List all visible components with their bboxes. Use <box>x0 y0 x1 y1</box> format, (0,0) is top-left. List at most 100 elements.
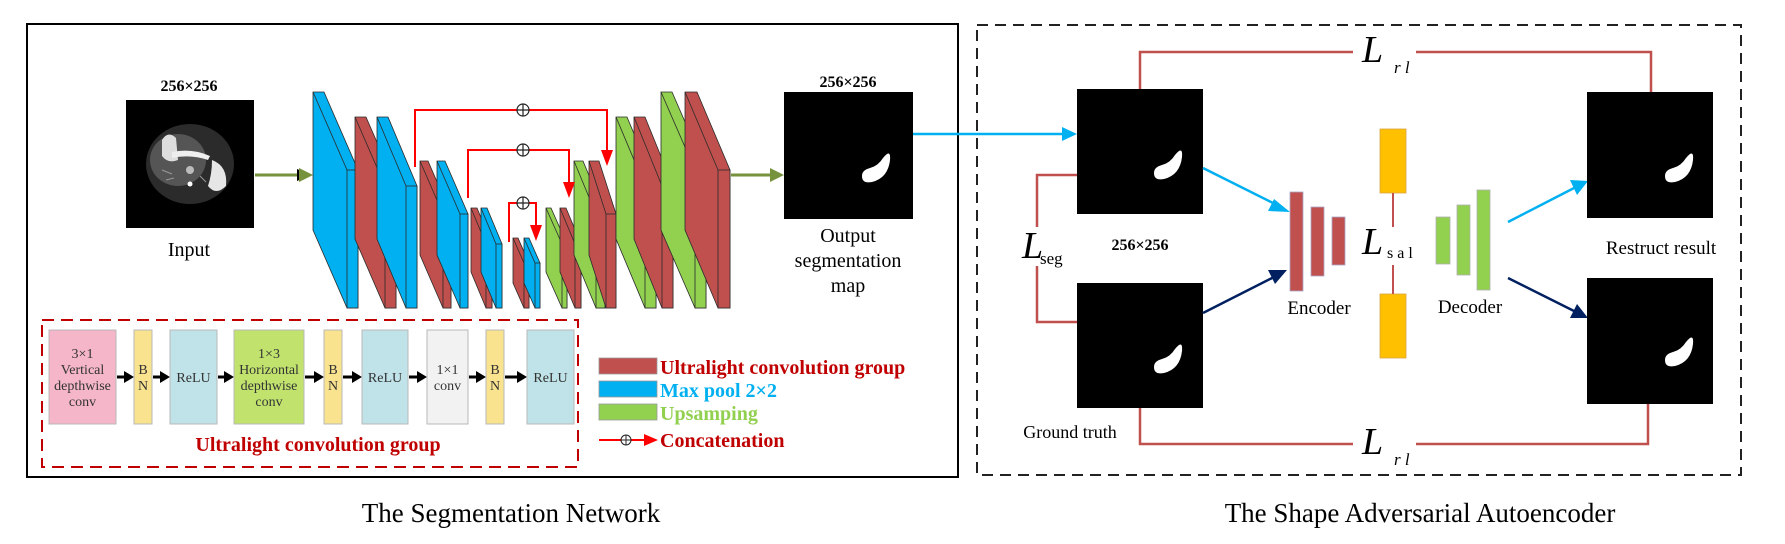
decoder: Decoder <box>1435 189 1503 318</box>
unet-layer-pool <box>376 116 418 309</box>
decoder-layer <box>1476 189 1491 291</box>
decoder-to-gt-restruct-arrow <box>1507 276 1577 314</box>
conv-group-title: Ultralight convolution group <box>195 434 440 456</box>
decoder-layer <box>1435 216 1451 265</box>
legend-label-conv: Ultralight convolution group <box>660 357 905 379</box>
svg-text:L: L <box>1021 225 1043 267</box>
blue-arrowhead <box>1062 127 1077 141</box>
conv-block-text: Horizontal <box>239 363 299 378</box>
unet-layer-pool <box>480 207 503 309</box>
layer-edge <box>436 160 461 215</box>
latent-discriminator: L s a l <box>1361 128 1413 359</box>
loss-rl-top: L r l <box>1138 29 1653 92</box>
seg-size-label: 256×256 <box>1111 237 1168 254</box>
legend-label-pool: Max pool 2×2 <box>660 380 777 402</box>
restruct-gt-image <box>1587 278 1713 404</box>
conv-block-text: B <box>138 363 147 378</box>
blue-arrowhead <box>1570 180 1588 195</box>
autoencoder-panel-border <box>976 24 1742 476</box>
concat-symbol-icon <box>516 103 530 117</box>
conv-block-text: B <box>490 363 499 378</box>
layer-edge <box>633 116 663 187</box>
layer-front-face <box>717 169 731 309</box>
conv-block-bn: BN <box>485 329 505 425</box>
conv-block-relu: ReLU <box>361 329 409 425</box>
legend-swatch-upsample <box>598 403 658 421</box>
mri-abdomen-slice <box>146 124 234 204</box>
predicted-segmentation-image <box>1077 89 1203 214</box>
legend-item-upsample: Upsamping <box>598 403 758 425</box>
output-arrowhead <box>770 168 784 182</box>
decoder-to-restruct-arrow <box>1507 185 1577 224</box>
loss-seg-label: L seg <box>1021 225 1063 268</box>
svg-text:s a l: s a l <box>1387 245 1413 262</box>
navy-arrowhead <box>1570 304 1588 318</box>
conv-block-text: 1×1 <box>437 363 459 378</box>
seg-to-encoder-arrow <box>1202 166 1280 208</box>
ground-truth-image <box>1077 283 1203 408</box>
conv-block-relu: ReLU <box>169 329 218 425</box>
flow-arrow-icon <box>153 371 170 383</box>
layer-edge <box>588 160 607 215</box>
conv-block-text: Vertical <box>61 363 105 378</box>
segmentation-mask-shape <box>862 153 891 183</box>
conv-block-relu: ReLU <box>526 329 575 425</box>
encoder-layer <box>1310 206 1325 277</box>
conv-block-text: N <box>328 379 338 394</box>
layer-edge <box>545 207 563 245</box>
legend: Ultralight convolution group Max pool 2×… <box>598 357 905 452</box>
restruct-result-image <box>1587 92 1713 218</box>
latent-code-bottom <box>1379 293 1407 359</box>
layer-front-face <box>495 243 503 309</box>
conv-block-text: ReLU <box>176 371 210 386</box>
unet-layer-conv <box>684 91 731 309</box>
svg-text:seg: seg <box>1040 249 1063 268</box>
conv-block-text: depthwise <box>241 379 298 394</box>
legend-item-concat: Concatenation <box>599 430 784 452</box>
loss-sal-label: L s a l <box>1361 221 1413 263</box>
flow-arrow-icon <box>343 371 362 383</box>
skip-connection-2 <box>467 149 575 198</box>
ground-truth-label: Ground truth <box>1023 422 1117 442</box>
layer-edge <box>684 91 719 171</box>
restruct-mask-shape <box>1665 153 1694 183</box>
legend-swatch-pool <box>598 380 658 398</box>
concat-symbols <box>516 103 530 210</box>
layer-front-face <box>534 262 541 309</box>
latent-code-top <box>1379 128 1407 194</box>
skip-connection-1 <box>414 109 613 167</box>
legend-item-conv: Ultralight convolution group <box>598 357 905 379</box>
layer-edge <box>312 91 348 171</box>
output-label-line: segmentation <box>795 250 902 272</box>
conv-block-text: 1×3 <box>258 347 280 362</box>
svg-text:r l: r l <box>1394 450 1410 469</box>
conv-block-text: conv <box>255 395 282 410</box>
unet-layer-conv <box>588 160 617 309</box>
skip-arrowhead <box>563 182 575 198</box>
conv-block-text: B <box>328 363 337 378</box>
output-image-group: 256×256 Output segmentation map <box>784 74 913 297</box>
legend-label-concat: Concatenation <box>660 430 784 452</box>
output-label-line: map <box>831 275 865 297</box>
conv-block-bn: BN <box>133 329 153 425</box>
layer-edge <box>559 207 576 245</box>
output-size-label: 256×256 <box>819 74 876 91</box>
conv-block-text: N <box>138 379 148 394</box>
legend-label-upsample: Upsamping <box>660 403 758 425</box>
flow-arrow-icon <box>505 371 527 383</box>
layer-front-face <box>405 185 418 309</box>
flow-arrow-icon <box>117 371 134 383</box>
flow-arrow-icon <box>409 371 427 383</box>
loss-rl-bottom: L r l <box>1138 404 1650 469</box>
output-label-line: Output <box>820 225 876 247</box>
flow-arrow-icon <box>305 371 324 383</box>
unet-layers <box>312 91 731 309</box>
navy-arrowhead <box>1268 270 1287 284</box>
layer-edge <box>376 116 407 187</box>
conv-block-text: conv <box>434 379 461 394</box>
input-image-group: 256×256 Input <box>126 78 254 261</box>
conv-block-text: depthwise <box>54 379 111 394</box>
